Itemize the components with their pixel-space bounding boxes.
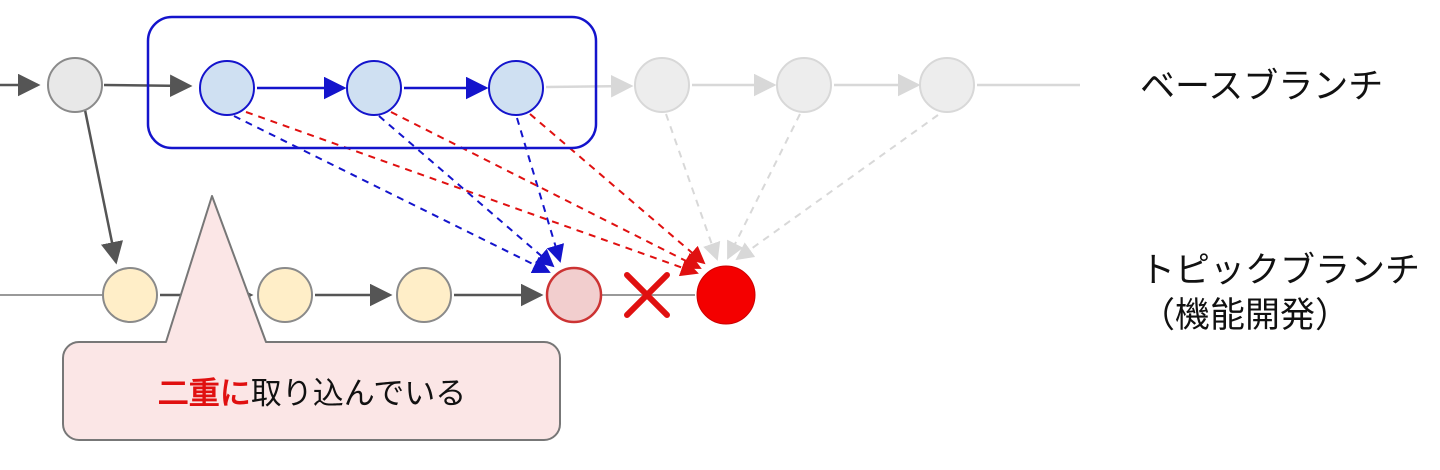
red-merge-arrow-2 bbox=[390, 111, 702, 269]
commit-base-future-2 bbox=[776, 57, 832, 113]
commit-base-blue-1 bbox=[199, 60, 255, 116]
commit-base-blue-2 bbox=[346, 60, 402, 116]
commit-base-blue-3 bbox=[488, 60, 544, 116]
commit-topic-3 bbox=[396, 267, 452, 323]
wrong-cross-icon bbox=[624, 272, 670, 318]
commit-duplicate-merge bbox=[545, 266, 603, 324]
topic-branch-commits bbox=[102, 265, 756, 325]
callout-text: 二重に取り込んでいる bbox=[158, 376, 466, 411]
blue-merge-arrow-1 bbox=[233, 115, 551, 273]
commit-topic-2 bbox=[257, 267, 313, 323]
blue-merge-arrow-3 bbox=[516, 117, 565, 263]
merge-arrows bbox=[233, 111, 939, 277]
blue-merge-arrow-2 bbox=[378, 115, 555, 268]
red-merge-arrow-3 bbox=[529, 113, 706, 265]
base-branch-label: ベースブランチ bbox=[1140, 67, 1383, 106]
highlight-box-merged-commits bbox=[146, 15, 598, 150]
topic-branch-sublabel: （機能開発） bbox=[1140, 296, 1350, 335]
arrow-blue3-to-faded1 bbox=[545, 74, 634, 98]
commit-topic-1 bbox=[102, 267, 158, 323]
base-branch-lane bbox=[0, 73, 1080, 100]
topic-branch-label: トピックブランチ bbox=[1140, 251, 1420, 290]
callout-bubble bbox=[62, 195, 561, 441]
base-branch-commits bbox=[47, 57, 975, 116]
faded-merge-arrow-2 bbox=[727, 113, 801, 260]
branch-off-arrow bbox=[83, 109, 124, 265]
callout-body-text: 取り込んでいる bbox=[251, 376, 466, 411]
commit-base-merged bbox=[47, 57, 103, 113]
commit-base-future-1 bbox=[634, 57, 690, 113]
callout-highlight-text: 二重に bbox=[158, 376, 251, 411]
commit-correct-merge bbox=[696, 265, 756, 325]
faded-merge-arrow-3 bbox=[735, 114, 939, 261]
faded-merge-arrow-1 bbox=[665, 113, 721, 261]
commit-base-future-3 bbox=[919, 57, 975, 113]
red-merge-arrow-1 bbox=[245, 111, 699, 277]
